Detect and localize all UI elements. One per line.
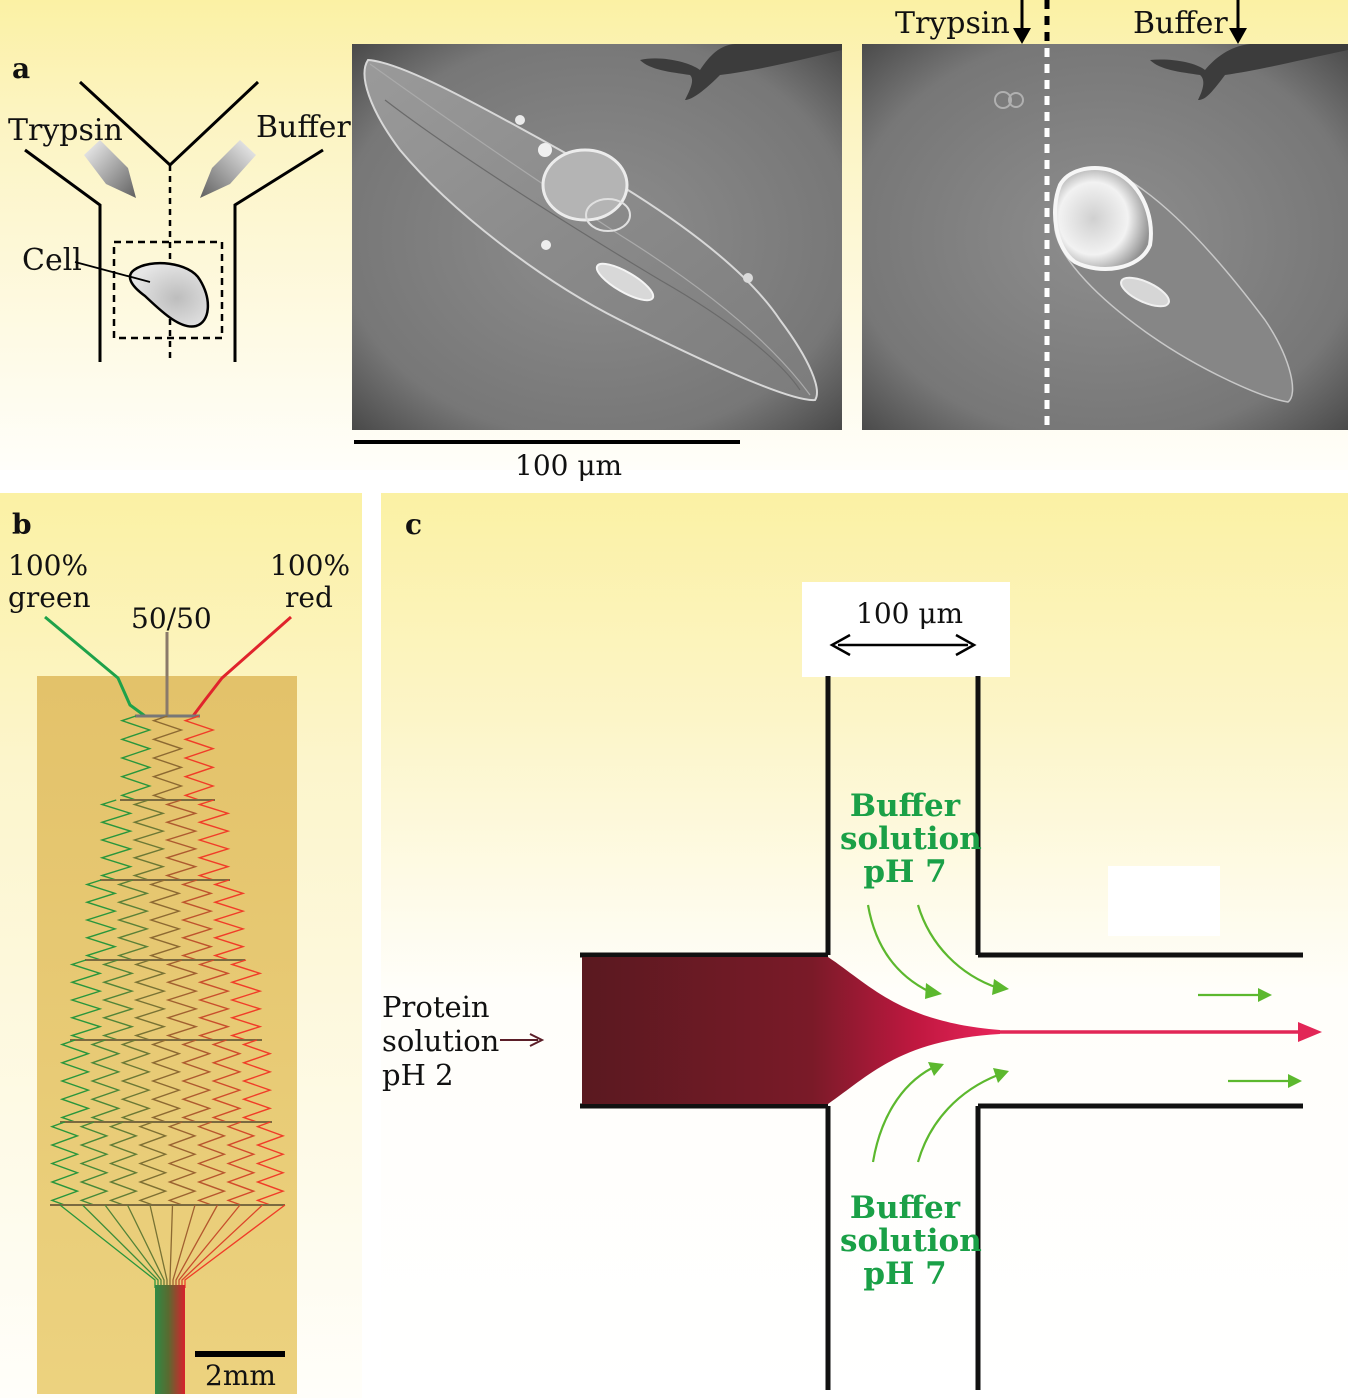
spread-cell	[363, 58, 818, 402]
serpentine-channel	[90, 1039, 121, 1123]
serpentine-channel	[151, 715, 184, 801]
cell-label: Cell	[22, 243, 82, 278]
buffer-label: Buffer	[256, 110, 351, 145]
top-trypsin-label: Trypsin	[895, 6, 1010, 41]
serpentine-channel	[241, 1039, 273, 1123]
serpentine-channel	[108, 1121, 139, 1206]
trypsin-arrow-icon	[84, 140, 136, 198]
serpentine-channel	[119, 715, 152, 801]
green-inlet-channel	[44, 615, 146, 718]
serpentine-channel	[167, 1121, 197, 1206]
serpentine-channel	[132, 799, 166, 881]
green-inlet-line2: green	[8, 581, 91, 614]
mix-inlet-label: 50/50	[131, 602, 212, 635]
serpentine-channel	[211, 1039, 242, 1123]
buffer-arrow-icon	[200, 140, 256, 198]
serpentine-channel	[148, 879, 182, 961]
serpentine-channel	[197, 959, 231, 1041]
channel-left-wall	[24, 148, 102, 362]
panel-a-letter: a	[12, 52, 31, 85]
serpentine-channel	[69, 959, 103, 1041]
serpentine-channel	[181, 1039, 212, 1123]
scale-bar-a-label: 100 μm	[515, 449, 623, 482]
protein-line2: solution	[382, 1024, 500, 1058]
serpentine-channel	[150, 1039, 182, 1123]
buffer-top-label: Buffer solution pH 7	[840, 788, 982, 890]
protein-label: Protein solution pH 2	[382, 990, 499, 1092]
channel-width-label: 100 μm	[856, 597, 964, 630]
serpentine-network	[49, 715, 286, 1206]
buffer-top-line3: pH 7	[863, 854, 947, 890]
red-inlet-line1: 100%	[270, 549, 351, 582]
buffer-top-line1: Buffer	[849, 788, 961, 824]
serpentine-channel	[49, 1121, 80, 1206]
serpentine-channel	[133, 959, 167, 1041]
nucleus	[541, 148, 629, 222]
serpentine-channel	[229, 959, 263, 1041]
chip-background	[37, 676, 297, 1394]
buffer-bottom-label: Buffer solution pH 7	[840, 1190, 982, 1292]
outlet-channel	[155, 1285, 185, 1394]
red-inlet-channel	[191, 615, 292, 717]
protein-line3: pH 2	[382, 1058, 454, 1092]
serpentine-channel	[59, 1039, 91, 1123]
protein-stream	[582, 957, 1000, 1104]
serpentine-channel	[84, 879, 118, 961]
focused-stream-arrow-icon	[1298, 1022, 1322, 1042]
serpentine-channel	[196, 1121, 227, 1206]
serpentine-channel	[79, 1121, 109, 1206]
buffer-flow-arrows	[866, 904, 1292, 1163]
serpentine-channel	[226, 1121, 256, 1206]
buffer-bottom-line2: solution	[840, 1223, 982, 1259]
serpentine-channel	[164, 799, 198, 881]
serpentine-channel	[138, 1121, 168, 1206]
cell-pointer-line	[74, 261, 151, 283]
buffer-bottom-line1: Buffer	[849, 1190, 961, 1226]
channel-right-wall	[233, 148, 324, 362]
buffer-top-line2: solution	[840, 821, 982, 857]
serpentine-channel	[165, 959, 199, 1041]
rounded-cell-part	[1053, 166, 1153, 271]
protein-line1: Protein	[382, 990, 490, 1024]
panel-c-letter: c	[405, 508, 423, 541]
serpentine-channel	[197, 799, 231, 881]
serpentine-channel	[101, 959, 135, 1041]
cell-icon	[128, 262, 209, 328]
buffer-bottom-line3: pH 7	[863, 1256, 947, 1292]
panel-b-letter: b	[12, 508, 32, 541]
serpentine-channel	[116, 879, 150, 961]
serpentine-channel	[183, 715, 216, 801]
serpentine-channel	[180, 879, 214, 961]
green-inlet-line1: 100%	[8, 549, 89, 582]
trypsin-label: Trypsin	[8, 113, 123, 148]
red-inlet-line2: red	[285, 581, 333, 614]
scale-bar-b-label: 2mm	[205, 1359, 276, 1392]
neighbour-cell	[640, 44, 842, 100]
serpentine-channel	[99, 799, 133, 881]
top-buffer-label: Buffer	[1133, 6, 1228, 41]
view-box	[112, 240, 224, 340]
serpentine-channel	[212, 879, 246, 961]
serpentine-channel	[120, 1039, 151, 1123]
serpentine-channel	[255, 1121, 286, 1206]
